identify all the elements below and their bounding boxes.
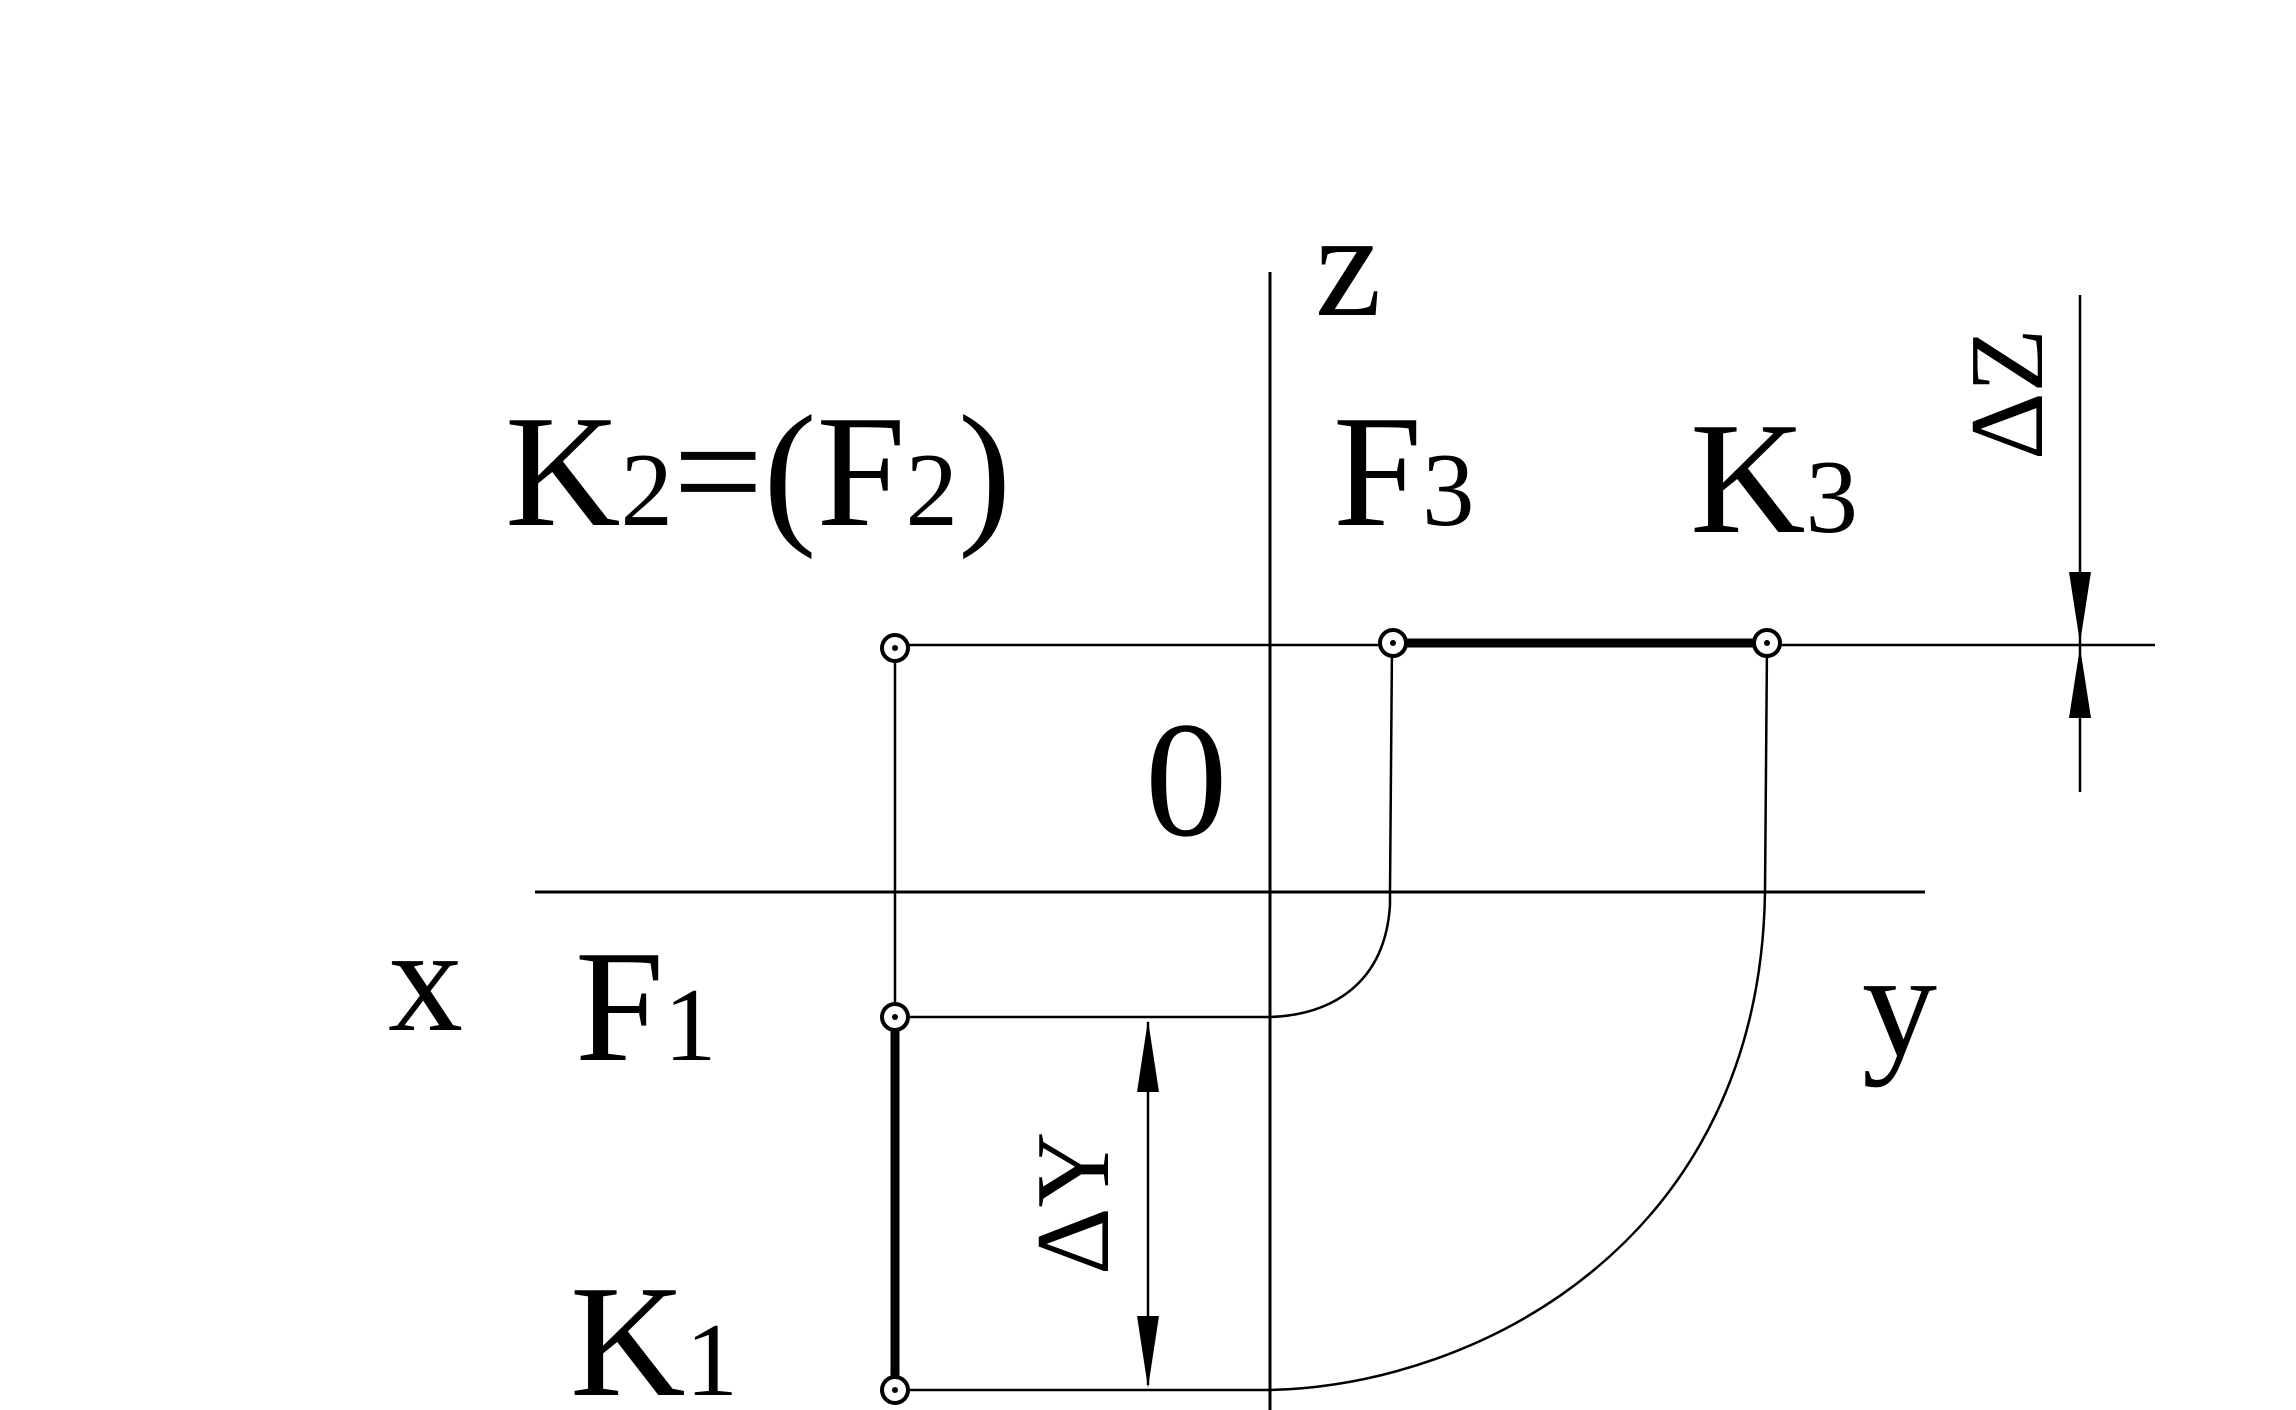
delta-y-arrow-top	[1137, 1020, 1159, 1092]
delta-z-arrow-bottom	[2069, 647, 2091, 718]
outer-bend-line	[895, 644, 1769, 1392]
node-k1	[880, 1375, 910, 1405]
label-k3: K3	[1690, 389, 1858, 567]
node-f1	[880, 1002, 910, 1032]
label-axis-z: z	[1315, 182, 1382, 348]
label-f1: F1	[575, 917, 716, 1095]
delta-z-arrow-top	[2069, 572, 2091, 643]
delta-y-arrow-bottom	[1137, 1316, 1159, 1388]
inner-bend-line	[895, 644, 1394, 1019]
label-k1: K1	[570, 1252, 738, 1410]
label-k2-f2: K2=(F2)	[505, 382, 1011, 560]
node-k2	[880, 633, 910, 663]
label-delta-y: ΔY	[1014, 1132, 1131, 1275]
label-delta-z: ΔZ	[1948, 328, 2065, 460]
label-axis-x: x	[388, 897, 463, 1063]
label-origin: 0	[1145, 688, 1228, 871]
label-f3: F3	[1333, 382, 1474, 560]
node-f3	[1378, 628, 1408, 658]
node-k3	[1752, 628, 1782, 658]
label-axis-y: y	[1862, 922, 1937, 1088]
